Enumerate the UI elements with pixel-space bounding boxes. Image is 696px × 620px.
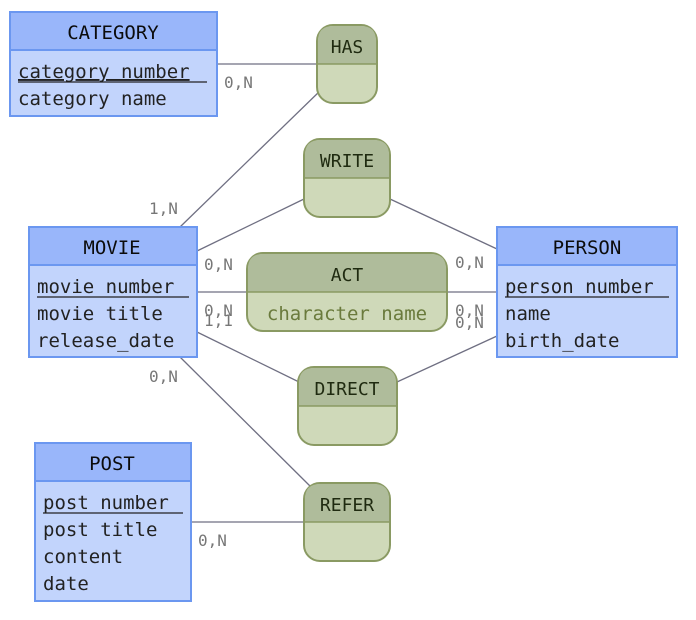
link-person-direct	[396, 335, 498, 383]
entity-category-attr: category name	[18, 88, 167, 110]
cardinality-category-has: 0,N	[224, 73, 253, 92]
relationship-direct[interactable]: DIRECT	[297, 366, 398, 446]
link-movie-direct	[196, 331, 300, 383]
relationship-act-attr: character name	[267, 303, 427, 325]
link-movie-write	[196, 198, 305, 252]
entity-movie-attr: release_date	[37, 330, 174, 352]
links	[179, 63, 498, 523]
entity-category[interactable]: CATEGORY category number category name	[9, 11, 218, 117]
entity-person-key-attr: person number	[505, 276, 654, 298]
cardinality-person-act: 0,N	[455, 301, 484, 320]
relationship-has-title: HAS	[331, 37, 364, 58]
relationship-act[interactable]: ACT character name	[246, 252, 448, 332]
entity-movie[interactable]: MOVIE movie number movie title release_d…	[28, 226, 198, 358]
entity-movie-attr: movie title	[37, 303, 163, 325]
relationship-has[interactable]: HAS	[316, 24, 378, 104]
relationship-write-title: WRITE	[320, 151, 374, 172]
cardinality-movie-write: 0,N	[204, 255, 233, 274]
entity-post-title: POST	[89, 453, 135, 475]
cardinality-movie-direct: 1,1	[204, 311, 233, 330]
relationship-direct-title: DIRECT	[314, 379, 379, 400]
entity-movie-key-attr: movie number	[37, 276, 174, 298]
entity-person-title: PERSON	[553, 237, 622, 259]
entity-movie-title: MOVIE	[83, 237, 140, 259]
link-person-write	[389, 198, 498, 250]
entity-post-attr: date	[43, 573, 89, 595]
entity-category-title: CATEGORY	[67, 22, 159, 44]
cardinality-person-write: 0,N	[455, 253, 484, 272]
link-movie-has	[179, 88, 323, 228]
relationship-refer[interactable]: REFER	[303, 482, 391, 562]
link-movie-refer	[179, 356, 314, 490]
entity-person[interactable]: PERSON person number name birth_date	[496, 226, 678, 358]
entity-post-attr: post title	[43, 519, 157, 541]
cardinality-movie-has: 1,N	[149, 199, 178, 218]
cardinality-post-refer: 0,N	[198, 531, 227, 550]
cardinality-labels: 0,N 1,N 0,N 0,N 0,N 1,1 0,N 0,N 0,N 0,N	[149, 73, 484, 550]
cardinality-person-direct: 0,N	[455, 313, 484, 332]
entity-category-key-attr: category number	[18, 61, 190, 83]
relationship-refer-title: REFER	[320, 495, 374, 516]
cardinality-movie-act: 0,N	[204, 301, 233, 320]
cardinality-movie-refer: 0,N	[149, 367, 178, 386]
relationship-write[interactable]: WRITE	[303, 138, 391, 218]
entity-person-attr: birth_date	[505, 330, 619, 352]
entity-person-attr: name	[505, 303, 551, 325]
entity-post-attr: content	[43, 546, 123, 568]
entity-post[interactable]: POST post number post title content date	[34, 442, 192, 602]
entity-post-key-attr: post number	[43, 492, 169, 514]
relationship-act-title: ACT	[331, 265, 364, 286]
